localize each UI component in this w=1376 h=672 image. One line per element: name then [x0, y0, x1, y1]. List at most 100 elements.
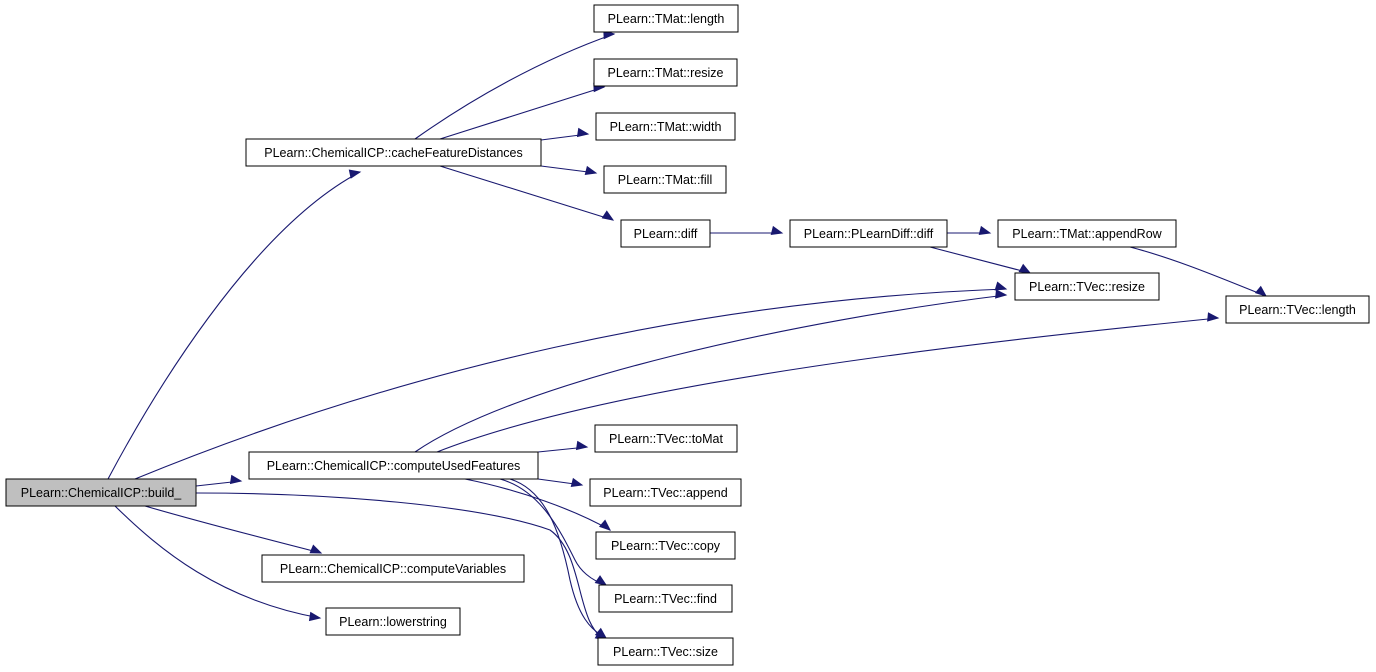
node-tmat-append-row[interactable]: PLearn::TMat::appendRow [997, 219, 1177, 248]
arrowhead [229, 474, 243, 485]
arrowhead [575, 440, 589, 451]
arrowhead [994, 281, 1008, 291]
node-label: PLearn::TMat::appendRow [1012, 227, 1162, 241]
edge-build-to-compute-used-features [195, 474, 243, 487]
node-box [597, 637, 734, 666]
arrowhead [309, 544, 323, 554]
node-tvec-copy[interactable]: PLearn::TVec::copy [595, 531, 736, 560]
node-tvec-resize[interactable]: PLearn::TVec::resize [1014, 272, 1160, 301]
edge-build-to-cache-feature-distances [107, 169, 362, 480]
node-label: PLearn::diff [634, 227, 698, 241]
edge-build-to-tvec-resize [134, 281, 1008, 480]
edge-cache-to-tmat-width [540, 127, 590, 141]
call-edges [107, 29, 1268, 641]
node-build[interactable]: PLearn::ChemicalICP::build_ [5, 478, 197, 507]
node-label: PLearn::lowerstring [339, 615, 447, 629]
edge-cache-to-tmat-length [414, 29, 616, 140]
arrowhead [584, 165, 598, 176]
arrowhead [348, 169, 362, 179]
node-box [598, 584, 733, 613]
edge-line [1129, 246, 1267, 297]
edge-line [195, 492, 607, 641]
node-label: PLearn::TVec::copy [611, 539, 721, 553]
edge-plearn-diff-to-append-row [947, 225, 992, 236]
edge-compute-used-to-size [509, 478, 608, 639]
edge-line [439, 86, 605, 140]
node-lowerstring[interactable]: PLearn::lowerstring [325, 607, 461, 636]
edge-build-to-compute-variables [144, 505, 323, 554]
arrowhead [601, 210, 615, 221]
node-label: PLearn::ChemicalICP::computeUsedFeatures [267, 459, 521, 473]
edge-cache-to-diff [439, 165, 615, 221]
node-plearn-diff[interactable]: PLearn::PLearnDiff::diff [789, 219, 948, 248]
edge-line [144, 505, 322, 554]
arrowhead [594, 627, 608, 639]
edge-line [929, 246, 1031, 274]
edge-compute-used-to-tvec-resize [414, 289, 1008, 453]
edge-line [414, 33, 615, 140]
edge-line [509, 478, 607, 639]
node-label: PLearn::ChemicalICP::cacheFeatureDistanc… [264, 146, 522, 160]
arrowhead [995, 289, 1008, 299]
arrowhead [978, 225, 992, 236]
edge-line [107, 171, 361, 480]
node-label: PLearn::TVec::find [614, 592, 717, 606]
node-box [593, 58, 738, 87]
edge-line [436, 317, 1219, 453]
node-tvec-size[interactable]: PLearn::TVec::size [597, 637, 734, 666]
node-box [595, 531, 736, 560]
node-tvec-length[interactable]: PLearn::TVec::length [1225, 295, 1370, 324]
node-compute-used-features[interactable]: PLearn::ChemicalICP::computeUsedFeatures [248, 451, 539, 480]
edge-line [439, 165, 614, 221]
arrowhead [576, 127, 590, 138]
node-box [5, 478, 197, 507]
node-label: PLearn::TMat::width [610, 120, 722, 134]
arrowhead [1018, 263, 1032, 274]
node-label: PLearn::TMat::resize [607, 66, 723, 80]
edge-compute-used-to-find [499, 478, 608, 586]
node-tvec-append[interactable]: PLearn::TVec::append [589, 478, 742, 507]
edge-compute-used-to-to-mat [537, 440, 589, 453]
edge-line [134, 288, 1007, 480]
edge-diff-to-plearn-diff [710, 225, 784, 236]
node-compute-variables[interactable]: PLearn::ChemicalICP::computeVariables [261, 554, 525, 583]
node-label: PLearn::TVec::resize [1029, 280, 1145, 294]
arrowhead [1254, 285, 1268, 297]
edge-line [414, 294, 1007, 453]
edge-compute-used-to-copy [464, 478, 612, 531]
node-box [603, 165, 727, 194]
arrowhead [570, 477, 584, 488]
node-tvec-to-mat[interactable]: PLearn::TVec::toMat [594, 424, 738, 453]
node-box [245, 138, 542, 167]
node-tmat-fill[interactable]: PLearn::TMat::fill [603, 165, 727, 194]
edge-build-to-lowerstring [114, 505, 322, 622]
node-box [1225, 295, 1370, 324]
node-label: PLearn::ChemicalICP::build_ [21, 486, 183, 500]
arrowhead [308, 611, 322, 622]
node-box [593, 4, 739, 33]
node-tvec-find[interactable]: PLearn::TVec::find [598, 584, 733, 613]
arrowhead [598, 519, 612, 531]
node-box [594, 424, 738, 453]
edge-line [464, 478, 611, 531]
node-label: PLearn::TMat::length [608, 12, 725, 26]
edge-plearn-diff-to-tvec-resize [929, 246, 1032, 274]
node-box [789, 219, 948, 248]
arrowhead [594, 575, 608, 586]
node-cache-feature-distances[interactable]: PLearn::ChemicalICP::cacheFeatureDistanc… [245, 138, 542, 167]
node-label: PLearn::TMat::fill [618, 173, 712, 187]
node-label: PLearn::PLearnDiff::diff [804, 227, 934, 241]
edge-compute-used-to-append [537, 477, 584, 488]
node-box [620, 219, 711, 248]
node-tmat-width[interactable]: PLearn::TMat::width [595, 112, 736, 141]
node-box [595, 112, 736, 141]
edge-line [114, 505, 321, 619]
node-tmat-length[interactable]: PLearn::TMat::length [593, 4, 739, 33]
node-label: PLearn::TVec::length [1239, 303, 1356, 317]
edge-append-row-to-tvec-length [1129, 246, 1268, 297]
node-diff[interactable]: PLearn::diff [620, 219, 711, 248]
edge-line [499, 478, 607, 586]
node-tmat-resize[interactable]: PLearn::TMat::resize [593, 58, 738, 87]
node-box [589, 478, 742, 507]
